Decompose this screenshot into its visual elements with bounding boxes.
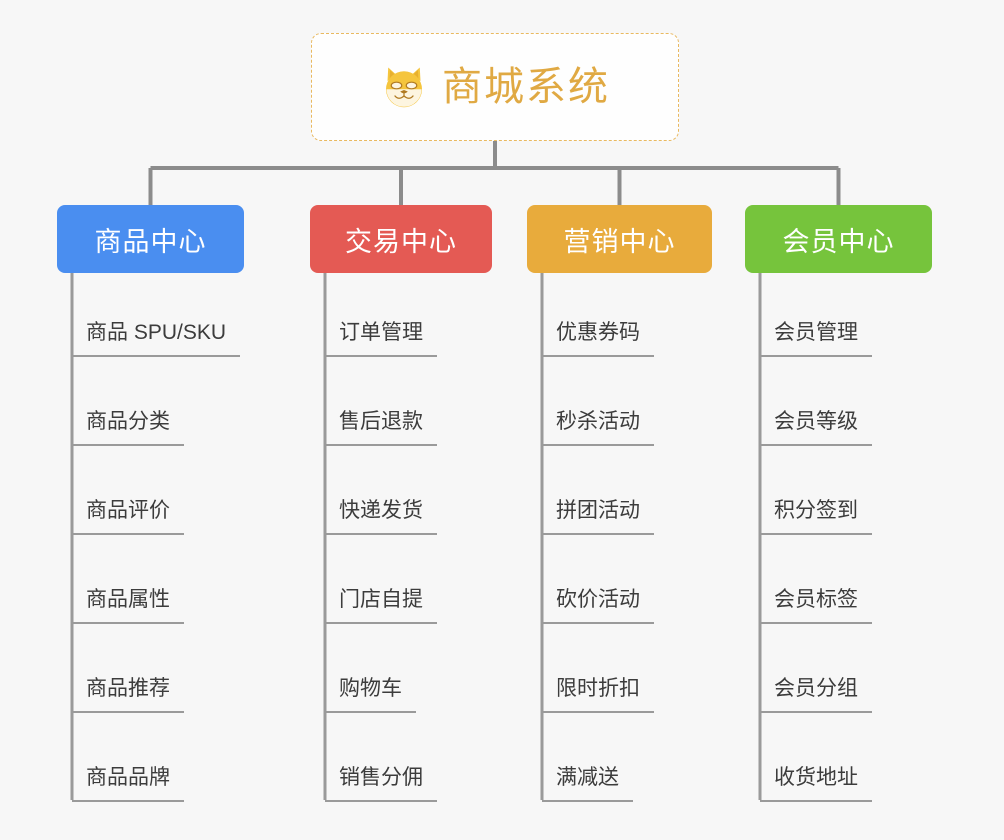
leaf-item[interactable]: 收货地址 xyxy=(760,763,872,802)
leaf-item[interactable]: 商品 SPU/SKU xyxy=(72,318,241,357)
leaf-item[interactable]: 优惠券码 xyxy=(542,318,654,357)
leaf-item[interactable]: 积分签到 xyxy=(760,496,872,535)
leaf-item[interactable]: 秒杀活动 xyxy=(542,407,654,446)
leaf-item[interactable]: 销售分佣 xyxy=(325,763,437,802)
leaf-item[interactable]: 满减送 xyxy=(542,763,633,802)
category-header-4[interactable]: 会员中心 xyxy=(745,205,932,273)
leaf-item[interactable]: 订单管理 xyxy=(325,318,437,357)
category-header-2[interactable]: 交易中心 xyxy=(310,205,492,273)
shiba-dog-face-icon xyxy=(386,67,422,108)
leaf-item[interactable]: 商品属性 xyxy=(72,585,184,624)
leaf-item[interactable]: 会员标签 xyxy=(760,585,872,624)
category-header-label: 营销中心 xyxy=(563,226,676,257)
leaf-item[interactable]: 商品分类 xyxy=(72,407,184,446)
leaf-item[interactable]: 会员分组 xyxy=(760,674,872,713)
root-node[interactable]: 商城系统 xyxy=(311,33,679,141)
leaf-item[interactable]: 会员管理 xyxy=(760,318,872,357)
leaf-item[interactable]: 门店自提 xyxy=(325,585,437,624)
leaf-item[interactable]: 限时折扣 xyxy=(542,674,654,713)
leaf-item[interactable]: 商品评价 xyxy=(72,496,184,535)
leaf-item[interactable]: 会员等级 xyxy=(760,407,872,446)
leaf-item[interactable]: 售后退款 xyxy=(325,407,437,446)
category-header-label: 会员中心 xyxy=(782,226,895,257)
category-header-1[interactable]: 商品中心 xyxy=(57,205,244,273)
category-header-3[interactable]: 营销中心 xyxy=(527,205,712,273)
leaf-item[interactable]: 购物车 xyxy=(325,674,416,713)
leaf-item[interactable]: 拼团活动 xyxy=(542,496,654,535)
leaf-item[interactable]: 砍价活动 xyxy=(542,585,654,624)
category-header-label: 商品中心 xyxy=(94,226,207,257)
leaf-item[interactable]: 快递发货 xyxy=(325,496,437,535)
category-header-label: 交易中心 xyxy=(345,226,457,257)
leaf-item[interactable]: 商品推荐 xyxy=(72,674,184,713)
root-label: 商城系统 xyxy=(442,65,610,109)
leaf-item[interactable]: 商品品牌 xyxy=(72,763,184,802)
